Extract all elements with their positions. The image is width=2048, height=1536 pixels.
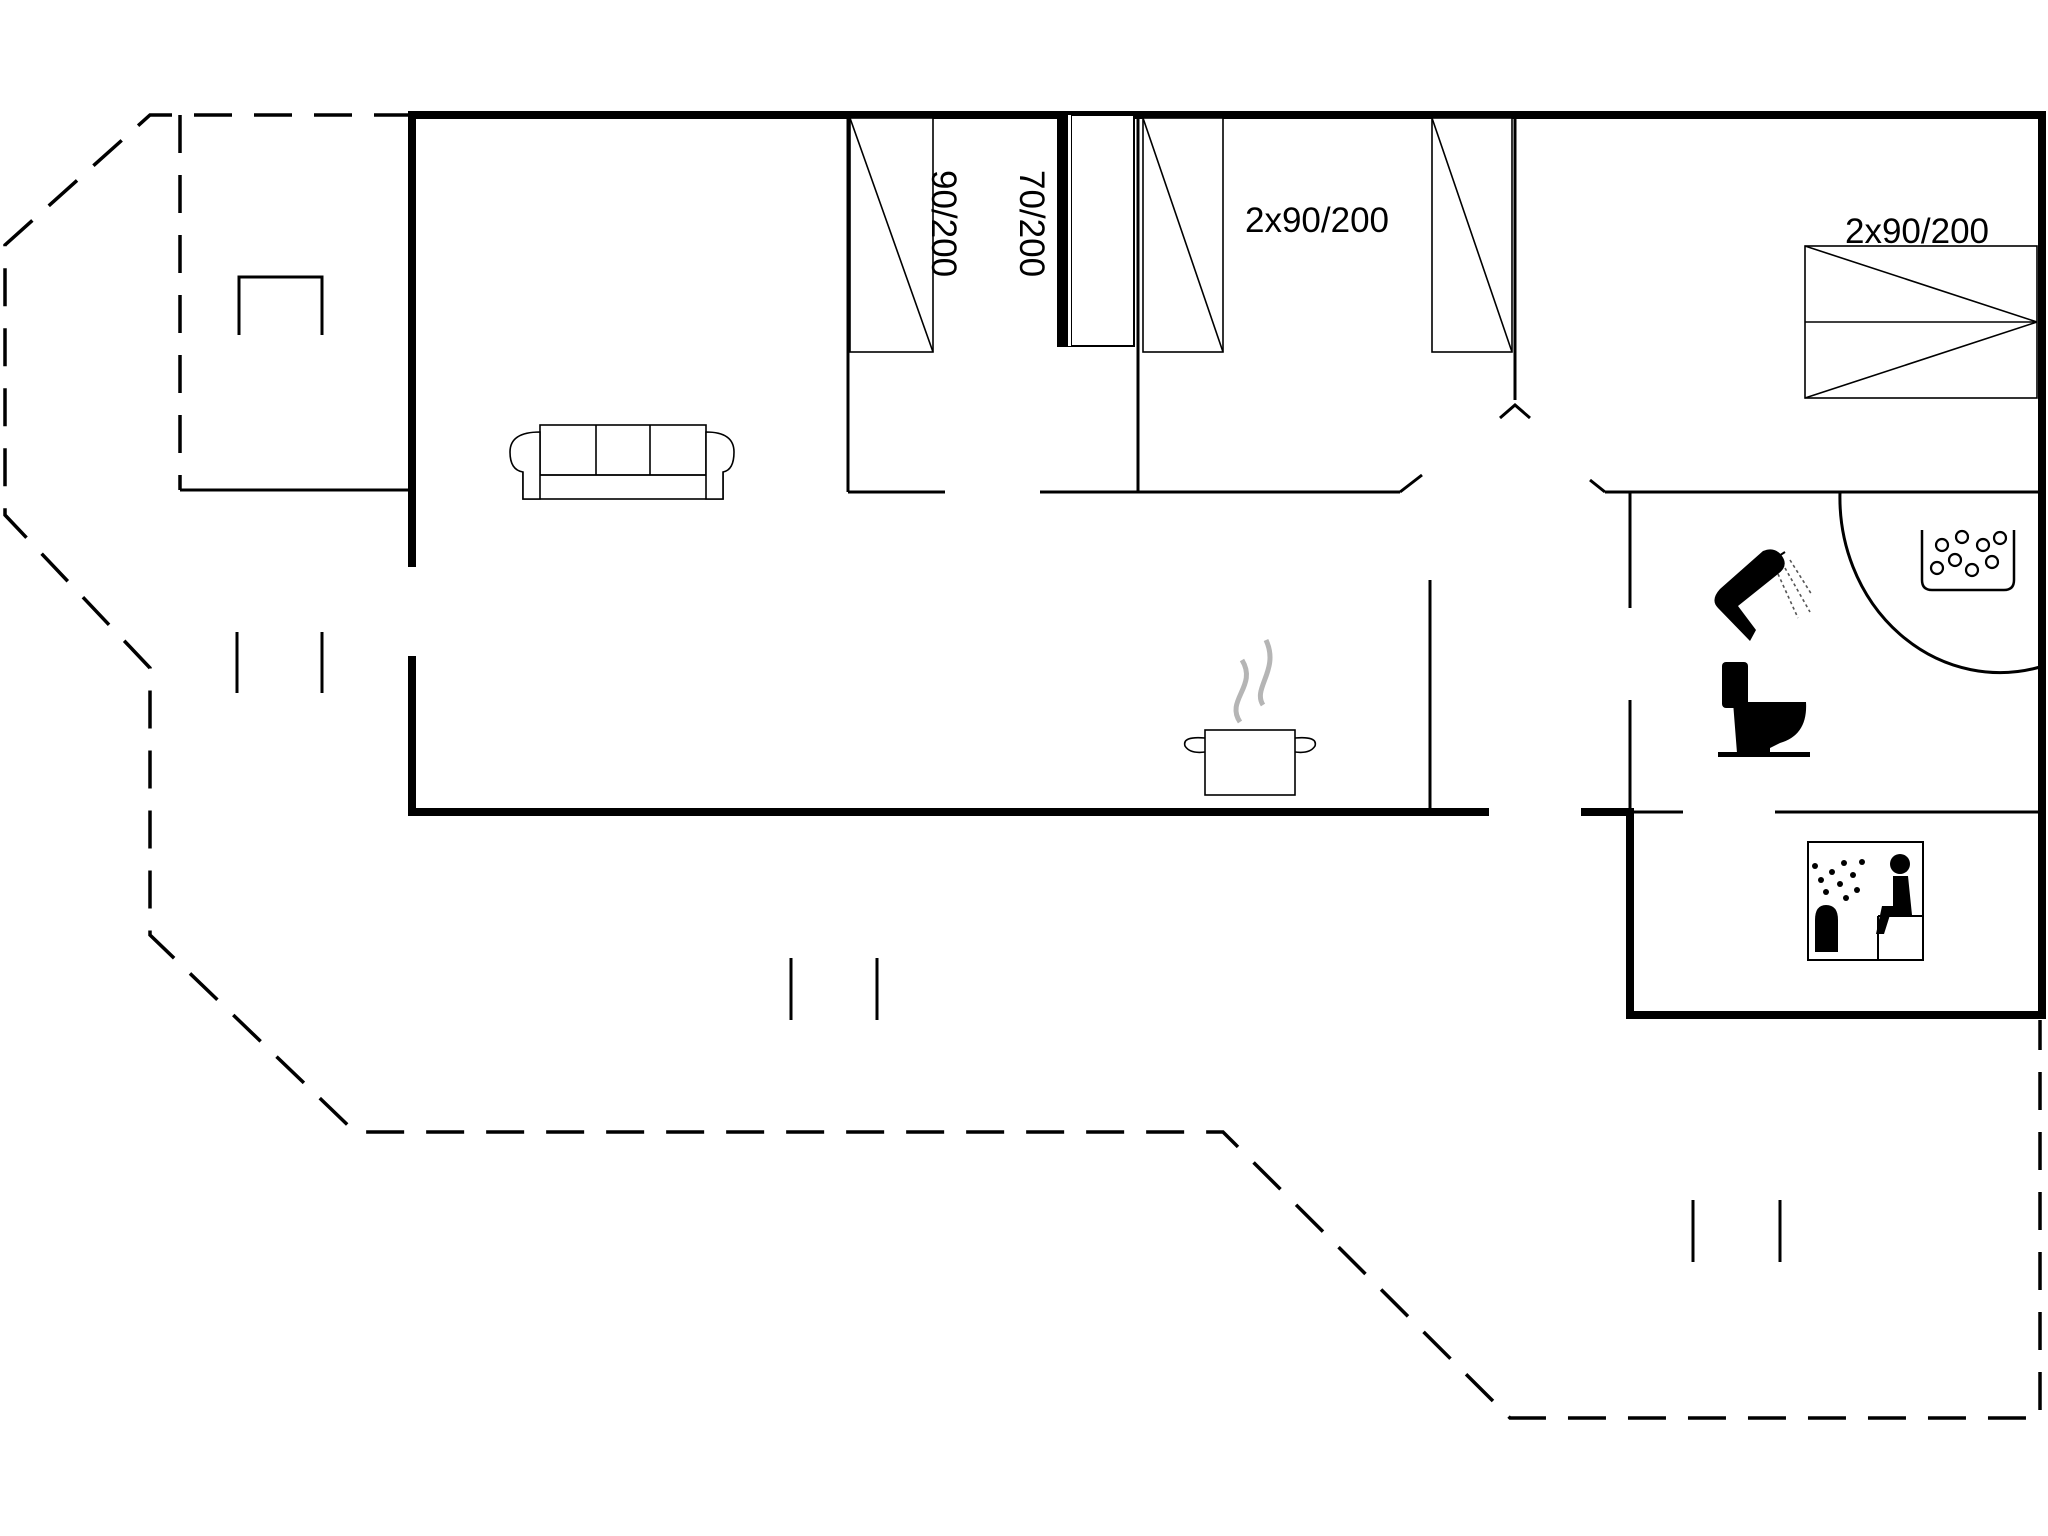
terrace-steps [235, 632, 1782, 1262]
cooking-pot-icon [1183, 638, 1317, 796]
exterior-walls [408, 111, 2046, 1019]
bed-label-90-200: 90/200 [924, 170, 963, 277]
interior-walls [846, 115, 2042, 814]
bed-single-2 [1142, 117, 1224, 353]
sauna-icon [1807, 841, 1924, 961]
bed-label-2x90-200-a: 2x90/200 [1245, 201, 1389, 240]
annex-room [180, 275, 412, 492]
terrace-outline [3, 113, 2042, 1420]
bed-double [1804, 245, 2038, 399]
bed-single-1 [849, 117, 934, 353]
bed-label-2x90-200-b: 2x90/200 [1845, 212, 1989, 251]
bed-label-70-200: 70/200 [1012, 170, 1051, 277]
wardrobe [1057, 114, 1135, 347]
shower-icon [1714, 549, 1813, 641]
sofa-icon [509, 424, 735, 500]
bed-single-3 [1431, 117, 1513, 353]
whirlpool-icon [1920, 529, 2016, 592]
toilet-icon [1718, 662, 1810, 757]
